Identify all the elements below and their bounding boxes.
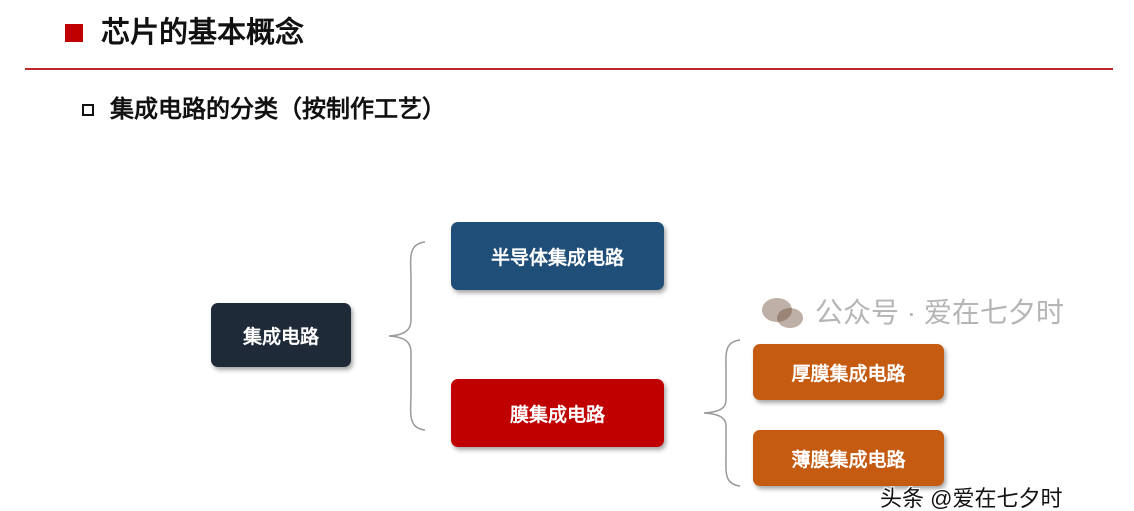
toutiao-watermark: 头条 @爱在七夕时 (880, 486, 1063, 511)
title-divider (25, 68, 1113, 70)
brace-level1 (388, 241, 426, 431)
node-integrated-circuit: 集成电路 (211, 303, 351, 367)
node-label: 半导体集成电路 (490, 247, 624, 269)
node-label: 薄膜集成电路 (791, 449, 906, 471)
node-semiconductor-ic: 半导体集成电路 (451, 222, 664, 290)
node-label: 厚膜集成电路 (791, 363, 906, 385)
subtitle-bullet-icon (82, 104, 94, 116)
node-film-ic: 膜集成电路 (451, 379, 664, 447)
title-bullet-icon (65, 24, 83, 42)
wechat-watermark: 公众号 · 爱在七夕时 (815, 297, 1064, 328)
node-thick-film-ic: 厚膜集成电路 (753, 344, 944, 400)
page-title: 芯片的基本概念 (101, 17, 305, 49)
node-label: 集成电路 (242, 326, 319, 348)
section-subtitle: 集成电路的分类（按制作工艺） (110, 96, 446, 123)
node-label: 膜集成电路 (509, 404, 605, 426)
brace-level2 (703, 339, 741, 487)
node-thin-film-ic: 薄膜集成电路 (753, 430, 944, 486)
wechat-icon (762, 298, 803, 328)
